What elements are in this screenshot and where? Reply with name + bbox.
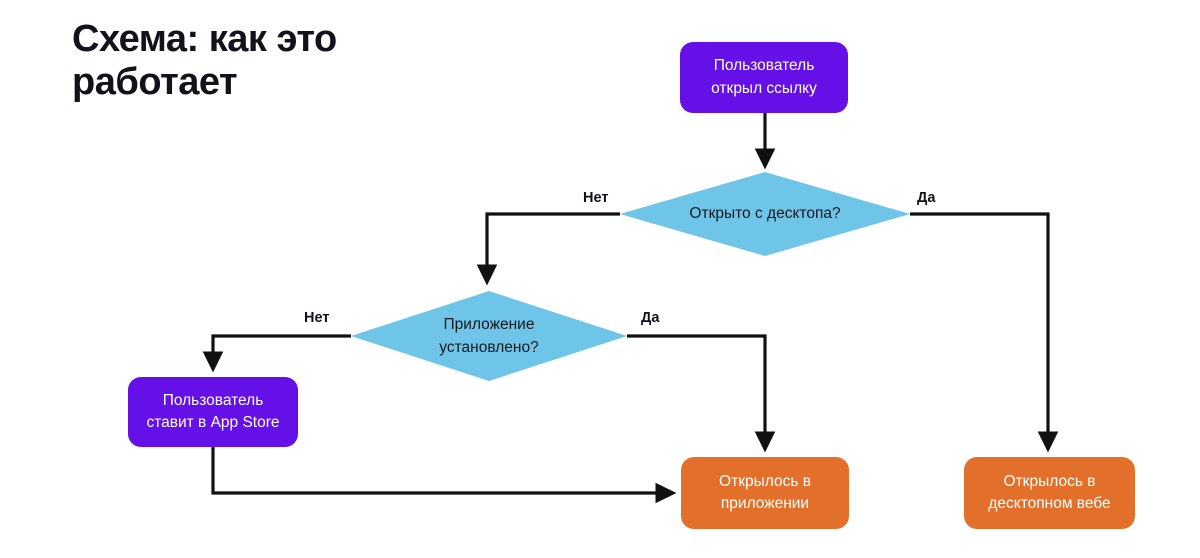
edge-label-app-no: Нет: [304, 310, 330, 326]
page-title: Схема: как это работает: [72, 18, 337, 103]
edge-app-installed-no: [202, 334, 351, 373]
node-app-store[interactable]: [128, 377, 298, 447]
edge-label-desktop-no: Нет: [583, 190, 609, 206]
edge-app-store-to-opened-in-app: [211, 447, 677, 504]
edge-desktop-check-yes: [910, 212, 1059, 453]
node-app-installed-check[interactable]: [351, 291, 627, 381]
node-opened-in-app[interactable]: [681, 457, 849, 529]
edge-app-installed-yes: [627, 334, 776, 453]
edge-label-app-yes: Да: [641, 310, 660, 326]
node-start[interactable]: [680, 42, 848, 113]
node-opened-in-web[interactable]: [964, 457, 1135, 529]
edge-label-desktop-yes: Да: [917, 190, 936, 206]
node-desktop-check[interactable]: [620, 172, 910, 256]
edge-desktop-check-no: [476, 212, 620, 286]
